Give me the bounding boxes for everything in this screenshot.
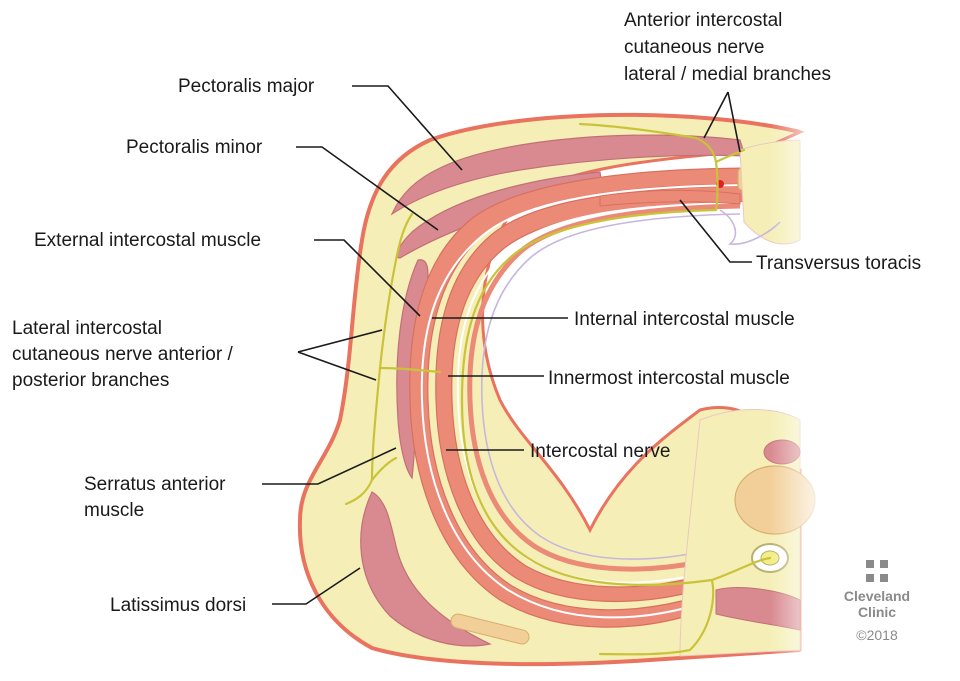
brand-name-line2: Clinic [858,604,896,620]
label-pectoralis-major: Pectoralis major [178,76,315,97]
label-serratus-line1: Serratus anterior [84,474,226,495]
label-transversus: Transversus toracis [756,253,921,274]
label-pectoralis-minor: Pectoralis minor [126,137,263,158]
label-latissimus: Latissimus dorsi [110,595,246,616]
label-anterior-nerve-line2: cutaneous nerve [624,37,765,58]
label-lateral-nerve-line1: Lateral intercostal [12,318,162,339]
label-anterior-nerve-line1: Anterior intercostal [624,10,782,31]
label-intercostal-nerve: Intercostal nerve [530,441,670,462]
brand-copyright: ©2018 [856,627,898,643]
label-internal-intercostal: Internal intercostal muscle [574,309,795,330]
brand-name-line1: Cleveland [844,588,910,604]
label-lateral-nerve-line2: cutaneous nerve anterior / [12,344,233,365]
label-innermost-intercostal: Innermost intercostal muscle [548,368,790,389]
label-anterior-nerve-line3: lateral / medial branches [624,64,831,85]
label-serratus-line2: muscle [84,500,144,521]
label-external-intercostal: External intercostal muscle [34,230,261,251]
label-lateral-nerve-line3: posterior branches [12,370,169,391]
